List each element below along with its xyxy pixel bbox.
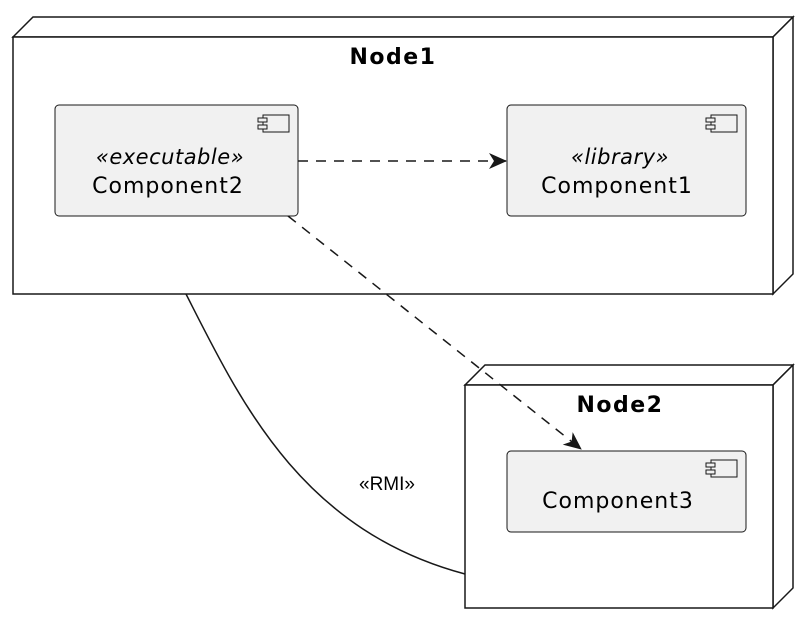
component1-name: Component1 [541, 174, 693, 199]
node1-top-face [11, 16, 795, 38]
node2-side-face [772, 363, 794, 610]
component3-name: Component3 [542, 489, 694, 514]
component3-box [506, 450, 747, 533]
component2-name: Component2 [92, 174, 244, 199]
node1-side-face [772, 15, 794, 296]
component-icon [705, 459, 738, 478]
component1-box [506, 104, 747, 217]
dependency-arrow-component2-to-component3[interactable] [287, 215, 582, 450]
rmi-link-line[interactable] [185, 293, 466, 575]
component2-stereotype: «executable» [96, 145, 244, 169]
component-component1[interactable]: «library» Component1 [506, 104, 747, 217]
component-icon [257, 114, 290, 133]
rmi-link-label: «RMI» [359, 474, 415, 495]
node2-top-face [463, 364, 795, 386]
component1-stereotype: «library» [571, 145, 669, 169]
component-component3[interactable]: Component3 [506, 450, 747, 533]
node1-title: Node1 [349, 45, 436, 70]
node2-title: Node2 [576, 393, 663, 418]
component-component2[interactable]: «executable» Component2 [54, 104, 299, 217]
component-icon [705, 114, 738, 133]
